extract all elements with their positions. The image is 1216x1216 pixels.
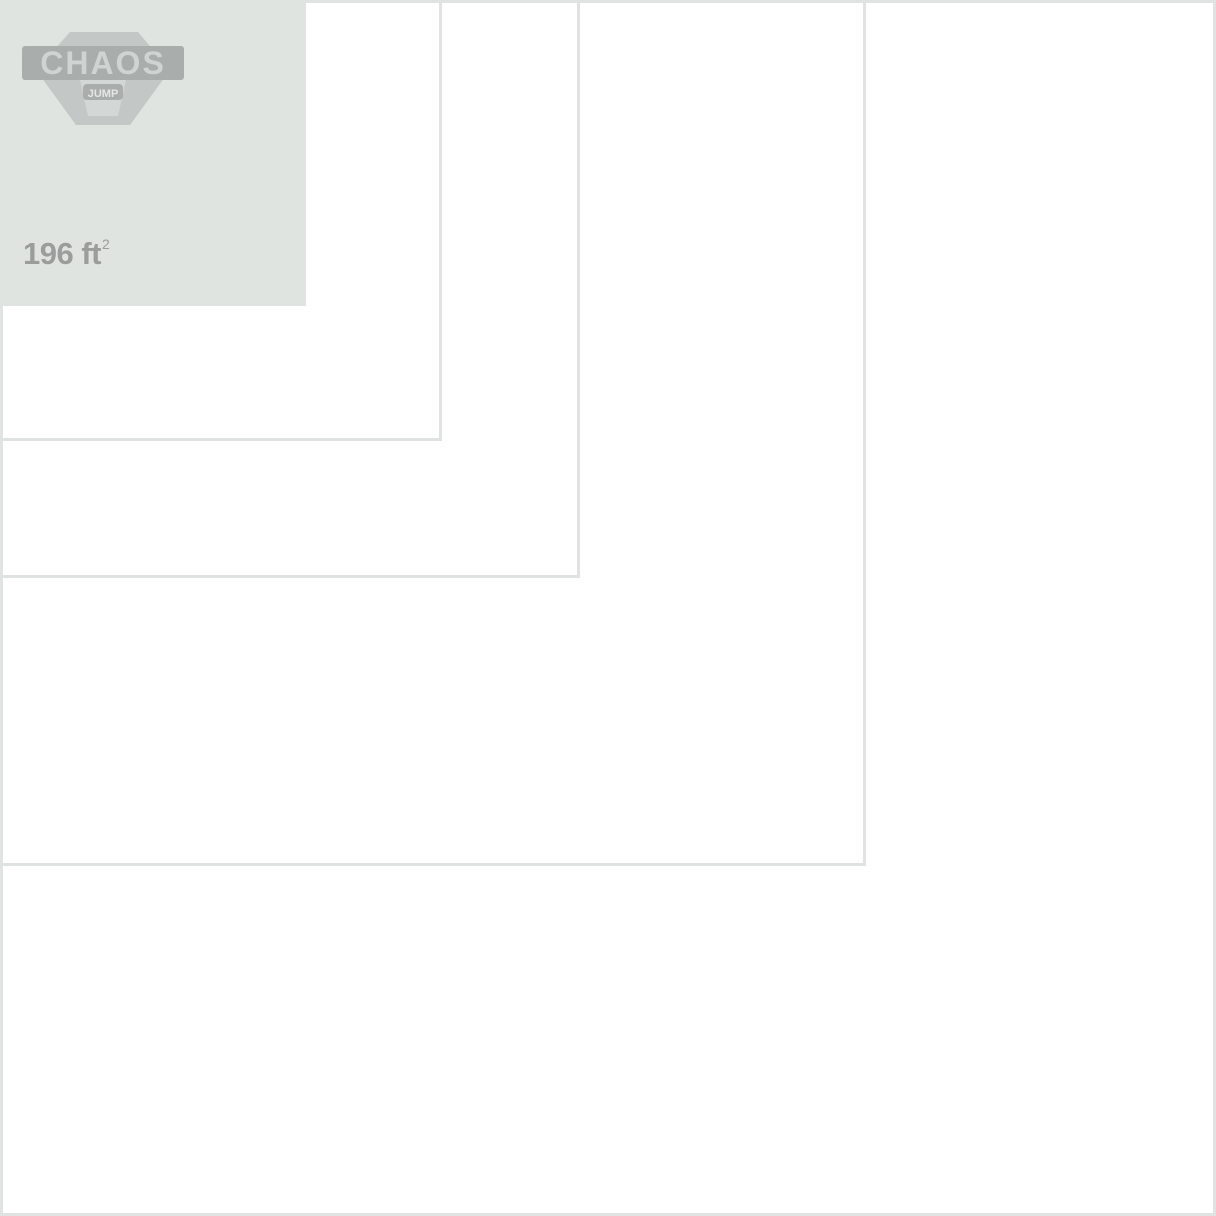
area-label: 196 ft2 bbox=[23, 235, 110, 271]
area-square-highlighted: CHAOS JUMP 196 ft2 bbox=[0, 0, 306, 306]
svg-text:JUMP: JUMP bbox=[88, 88, 119, 100]
chaos-jump-logo: CHAOS JUMP bbox=[22, 32, 184, 125]
svg-text:CHAOS: CHAOS bbox=[40, 45, 166, 81]
